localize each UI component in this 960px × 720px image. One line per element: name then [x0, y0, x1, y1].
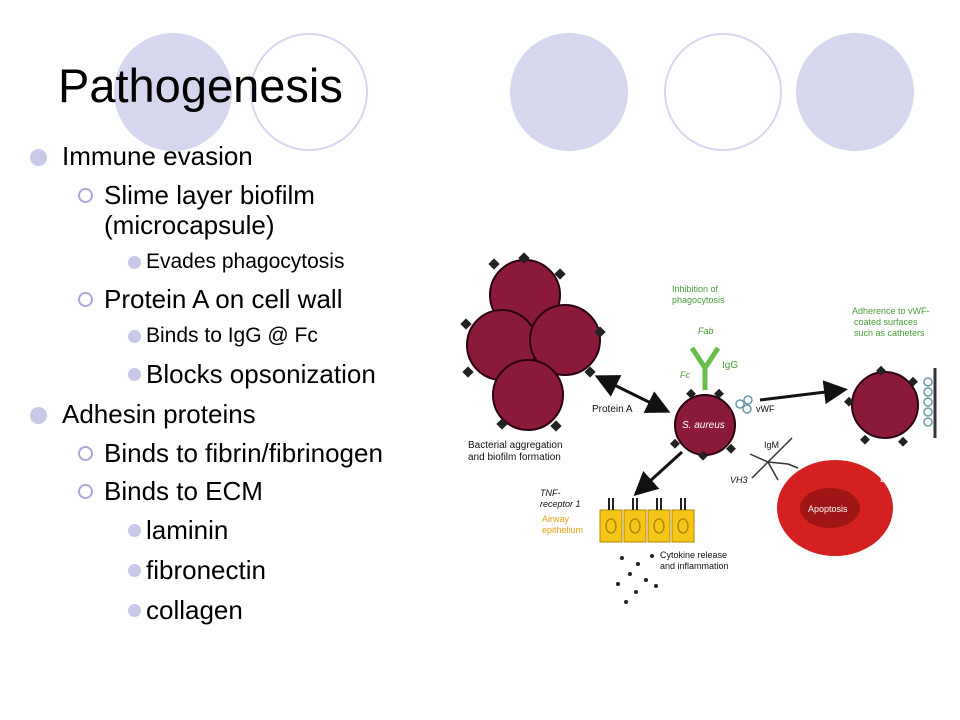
bullet-fibronectin: fibronectin: [28, 554, 448, 586]
bullet-text: Blocks opsonization: [146, 359, 376, 389]
bullet-immune-evasion: Immune evasion: [28, 140, 448, 172]
igm-antibody-icon: [749, 437, 799, 481]
airway-epithelium: [599, 498, 695, 543]
bullet-dot-icon: [128, 256, 141, 269]
bullet-text: laminin: [146, 515, 229, 545]
vwf-beads-icon: [735, 395, 753, 414]
bullet-text: fibronectin: [146, 555, 266, 585]
bullet-binds-igg: Binds to IgG @ Fc: [28, 322, 448, 350]
tnf-receptor-label: TNF- receptor 1: [540, 488, 581, 509]
bullet-blocks-opsonization: Blocks opsonization: [28, 358, 448, 390]
s-aureus-cell: [670, 388, 736, 461]
bullet-adhesin-proteins: Adhesin proteins: [28, 398, 448, 430]
b-cell-label: B-cell: [880, 474, 905, 485]
slide-title: Pathogenesis: [58, 59, 343, 112]
bullet-dot-icon: [128, 368, 141, 381]
protein-a-label: Protein A: [592, 404, 633, 415]
bullet-ring-icon: [78, 484, 93, 499]
bullet-binds-fibrin: Binds to fibrin/fibrinogen: [28, 438, 448, 468]
protein-a-arrow: [594, 375, 671, 413]
bullet-ring-icon: [78, 188, 93, 203]
bacterial-aggregation-label: Bacterial aggregation and biofilm format…: [468, 440, 565, 463]
igg-antibody-icon: [689, 346, 721, 390]
bullet-protein-a: Protein A on cell wall: [28, 284, 448, 314]
bullet-ring-icon: [78, 446, 93, 461]
decorative-circle: [510, 33, 628, 151]
bullet-text: Protein A on cell wall: [104, 284, 343, 314]
vh3-label: VH3: [730, 475, 748, 485]
bullet-text: collagen: [146, 595, 243, 625]
bullet-list: Immune evasion Slime layer biofilm (micr…: [28, 140, 448, 634]
airway-epithelium-label: Airway epithelium: [542, 514, 583, 535]
cytokine-dots: [616, 554, 658, 604]
bullet-text: Binds to fibrin/fibrinogen: [104, 438, 383, 468]
bullet-dot-icon: [30, 149, 47, 166]
bullet-laminin: laminin: [28, 514, 448, 546]
adherence-label: Adherence to vWF- coated surfaces such a…: [852, 306, 932, 338]
b-cell: [777, 460, 893, 556]
adhered-bacterium: [844, 365, 919, 447]
bullet-text: Evades phagocytosis: [146, 250, 345, 273]
bullet-dot-icon: [128, 564, 141, 577]
catheter-surface-icon: [923, 368, 937, 438]
bullet-text: Immune evasion: [62, 141, 253, 171]
inhibition-phagocytosis-label: Inhibition of phagocytosis: [672, 284, 725, 305]
bullet-text: Slime layer biofilm (microcapsule): [104, 180, 315, 240]
bullet-text: Binds to IgG @ Fc: [146, 324, 318, 347]
fc-label: Fc: [680, 370, 690, 380]
igg-label: IgG: [722, 360, 738, 371]
s-aureus-label: S. aureus: [682, 420, 725, 431]
cytokine-release-label: Cytokine release and inflammation: [660, 550, 730, 571]
bullet-dot-icon: [128, 604, 141, 617]
bullet-binds-ecm: Binds to ECM: [28, 476, 448, 506]
decorative-ring: [250, 33, 368, 151]
bullet-evades-phagocytosis: Evades phagocytosis: [28, 248, 448, 276]
bullet-collagen: collagen: [28, 594, 448, 626]
vwf-label: vWF: [756, 404, 775, 414]
staph-aureus-diagram: Bacterial aggregation and biofilm format…: [460, 252, 937, 604]
bacterial-aggregate: [460, 252, 606, 432]
bullet-slime-layer: Slime layer biofilm (microcapsule): [28, 180, 448, 240]
fab-label: Fab: [698, 326, 714, 336]
bullet-text: Binds to ECM: [104, 476, 263, 506]
bullet-text: Adhesin proteins: [62, 399, 256, 429]
apoptosis-label: Apoptosis: [808, 504, 848, 514]
decorative-circle: [796, 33, 914, 151]
decorative-ring: [664, 33, 782, 151]
igm-label: IgM: [764, 440, 779, 450]
bullet-dot-icon: [30, 407, 47, 424]
decorative-circle: [114, 33, 232, 151]
bullet-dot-icon: [128, 524, 141, 537]
bullet-dot-icon: [128, 330, 141, 343]
tnf-arrow: [633, 450, 684, 497]
adherence-arrow: [759, 380, 848, 405]
bullet-ring-icon: [78, 292, 93, 307]
